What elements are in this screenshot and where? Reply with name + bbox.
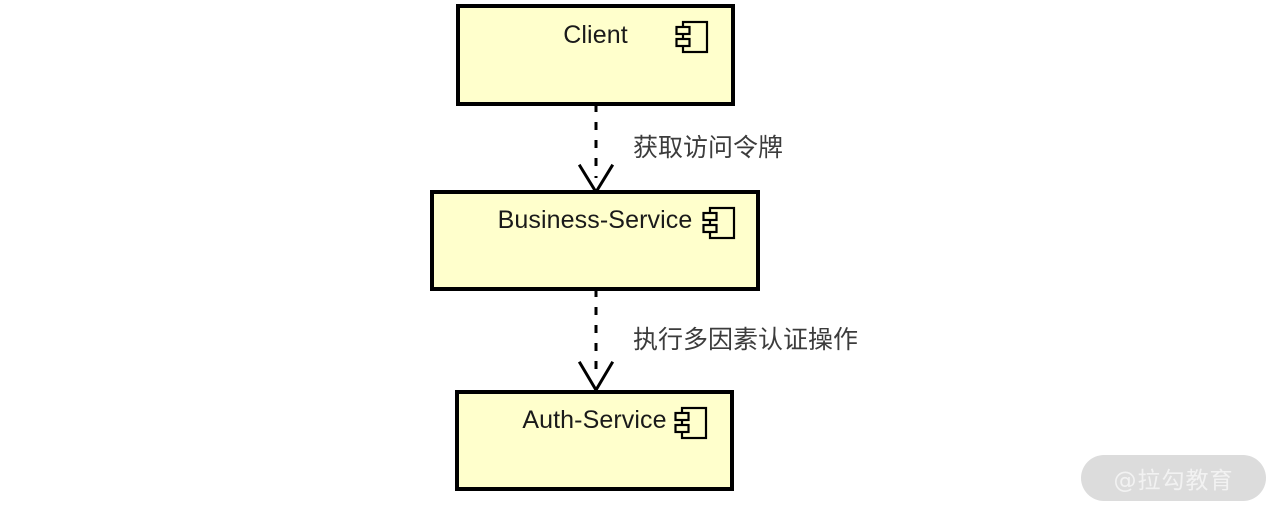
component-auth-service-label: Auth-Service <box>522 406 667 434</box>
component-business-service-label: Business-Service <box>497 206 693 234</box>
uml-component-icon <box>702 206 736 240</box>
uml-component-icon <box>674 406 708 440</box>
dependency-arrow-business-to-auth <box>577 289 615 392</box>
component-business-service[interactable]: Business-Service <box>430 190 760 291</box>
watermark: @拉勾教育 <box>1081 455 1266 501</box>
edge-label-get-access-token: 获取访问令牌 <box>633 133 784 162</box>
component-auth-service[interactable]: Auth-Service <box>455 390 734 491</box>
component-client[interactable]: Client <box>456 4 735 106</box>
watermark-text: @拉勾教育 <box>1113 468 1234 494</box>
edge-label-perform-mfa: 执行多因素认证操作 <box>633 325 859 354</box>
uml-component-icon <box>675 20 709 54</box>
dependency-arrow-client-to-business <box>577 104 615 194</box>
component-client-label: Client <box>563 21 628 49</box>
